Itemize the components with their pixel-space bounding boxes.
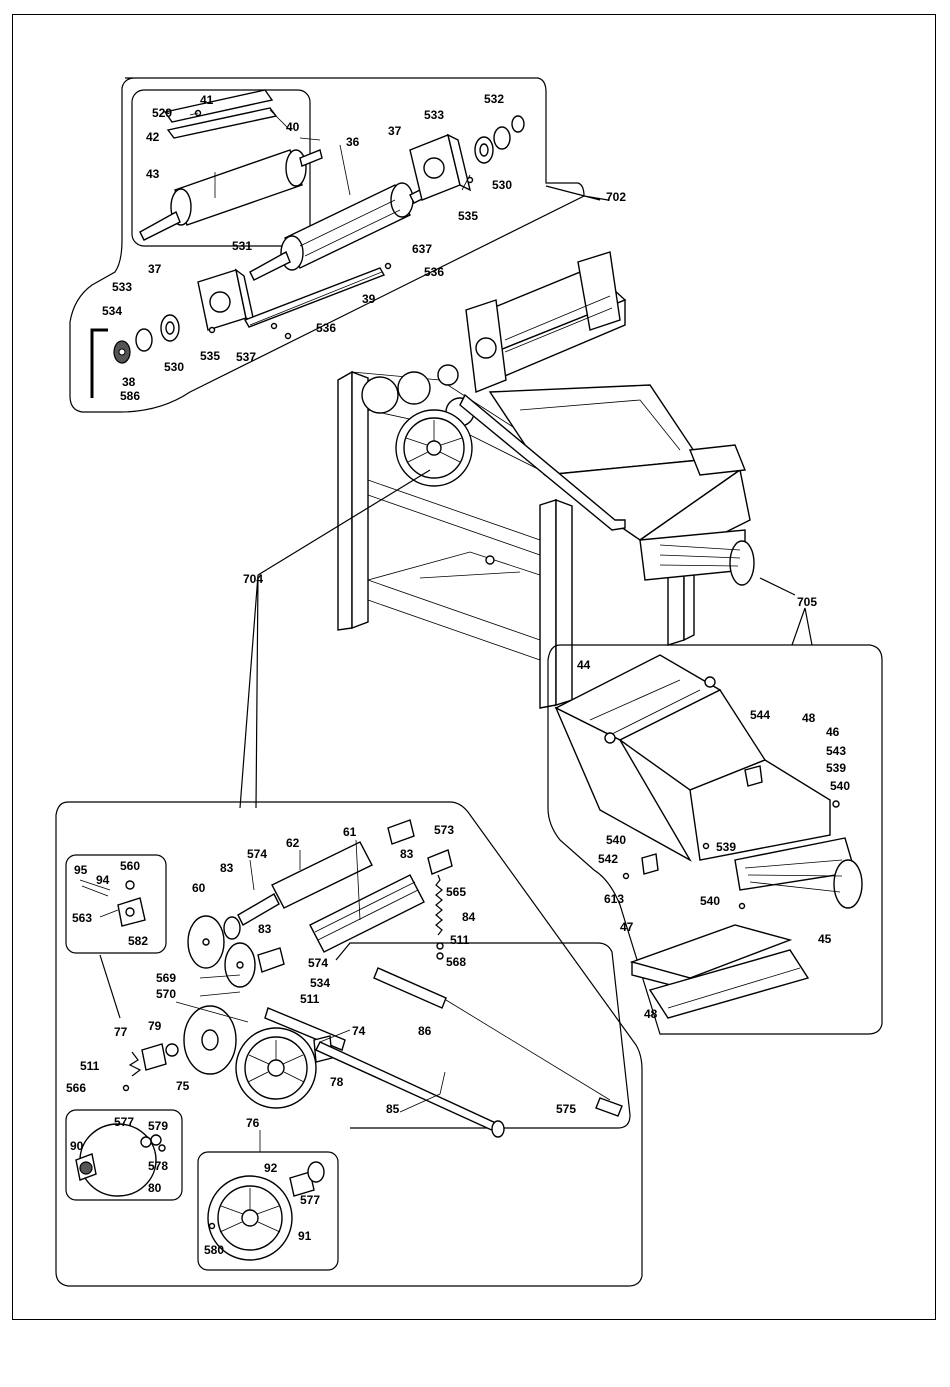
- label-560: 560: [120, 859, 140, 873]
- label-563: 563: [72, 911, 92, 925]
- label-78: 78: [330, 1075, 344, 1089]
- label-586: 586: [120, 389, 140, 403]
- label-48-top: 48: [802, 711, 816, 725]
- label-61: 61: [343, 825, 357, 839]
- hopper-exploded: [556, 655, 830, 860]
- label-540-low: 540: [700, 894, 720, 908]
- rod-85: [316, 1042, 504, 1137]
- label-568: 568: [446, 955, 466, 969]
- label-613: 613: [604, 892, 624, 906]
- label-539-mid: 539: [716, 840, 736, 854]
- label-62: 62: [286, 836, 300, 850]
- label-86: 86: [418, 1024, 432, 1038]
- label-579: 579: [148, 1119, 168, 1133]
- label-36: 36: [346, 135, 360, 149]
- rollers-61-62: [224, 820, 452, 972]
- label-46: 46: [826, 725, 840, 739]
- label-90: 90: [70, 1139, 84, 1153]
- label-637: 637: [412, 242, 432, 256]
- bearing-set-lower: [114, 315, 179, 363]
- label-85: 85: [386, 1102, 400, 1116]
- label-79: 79: [148, 1019, 162, 1033]
- main-roller: [250, 183, 432, 280]
- label-94: 94: [96, 873, 110, 887]
- label-540-top: 540: [830, 779, 850, 793]
- label-577-b: 577: [300, 1193, 320, 1207]
- label-542: 542: [598, 852, 618, 866]
- label-511-b: 511: [300, 992, 320, 1006]
- label-76: 76: [246, 1116, 260, 1130]
- outlet-chute-main: [640, 530, 754, 585]
- label-566: 566: [66, 1081, 86, 1095]
- label-535-top: 535: [458, 209, 478, 223]
- label-534-b: 534: [310, 976, 330, 990]
- label-575: 575: [556, 1102, 576, 1116]
- chute-plate-47: [632, 925, 808, 1018]
- label-536-lower: 536: [316, 321, 336, 335]
- label-45: 45: [818, 932, 832, 946]
- label-533-lower: 533: [112, 280, 132, 294]
- label-42: 42: [146, 130, 160, 144]
- spring-565: [436, 875, 443, 959]
- label-578: 578: [148, 1159, 168, 1173]
- label-83-c: 83: [258, 922, 272, 936]
- label-570: 570: [156, 987, 176, 1001]
- bearing-block-upper: [410, 135, 470, 200]
- label-41: 41: [200, 93, 214, 107]
- label-540-mid: 540: [606, 833, 626, 847]
- label-39: 39: [362, 292, 376, 306]
- label-530-lower: 530: [164, 360, 184, 374]
- label-38: 38: [122, 375, 136, 389]
- label-43: 43: [146, 167, 160, 181]
- label-574-b: 574: [308, 956, 328, 970]
- label-44: 44: [577, 658, 591, 672]
- roller-assembly-702: [466, 252, 625, 392]
- label-531: 531: [232, 239, 252, 253]
- label-511-a: 511: [450, 933, 470, 947]
- label-534-top: 534: [102, 304, 122, 318]
- label-705: 705: [797, 595, 817, 609]
- label-95: 95: [74, 863, 88, 877]
- label-573: 573: [434, 823, 454, 837]
- label-574-top: 574: [247, 847, 267, 861]
- label-511-c: 511: [80, 1059, 100, 1073]
- label-543: 543: [826, 744, 846, 758]
- label-577-a: 577: [114, 1115, 134, 1129]
- label-40: 40: [286, 120, 300, 134]
- pulley-91-inset: [208, 1162, 324, 1260]
- label-565: 565: [446, 885, 466, 899]
- label-83-a: 83: [220, 861, 234, 875]
- label-37-top: 37: [388, 124, 402, 138]
- label-536-top: 536: [424, 265, 444, 279]
- label-529: 529: [152, 106, 172, 120]
- label-75: 75: [176, 1079, 190, 1093]
- hex-key: [92, 330, 108, 398]
- label-535-lower: 535: [200, 349, 220, 363]
- label-92: 92: [264, 1161, 278, 1175]
- pulleys-75-76: [176, 1002, 316, 1108]
- label-580: 580: [204, 1243, 224, 1257]
- label-91: 91: [298, 1229, 312, 1243]
- label-83-b: 83: [400, 847, 414, 861]
- label-533-top: 533: [424, 108, 444, 122]
- label-77: 77: [114, 1025, 128, 1039]
- label-37-lower: 37: [148, 262, 162, 276]
- label-80: 80: [148, 1181, 162, 1195]
- label-702: 702: [606, 190, 626, 204]
- label-60: 60: [192, 881, 206, 895]
- label-704: 704: [243, 572, 263, 586]
- label-544: 544: [750, 708, 770, 722]
- label-539-top: 539: [826, 761, 846, 775]
- label-48-bottom: 48: [644, 1007, 658, 1021]
- label-84: 84: [462, 910, 476, 924]
- label-569: 569: [156, 971, 176, 985]
- label-530-top: 530: [492, 178, 512, 192]
- label-532: 532: [484, 92, 504, 106]
- tensioner-77: [124, 1044, 179, 1091]
- label-47: 47: [620, 920, 634, 934]
- label-537: 537: [236, 350, 256, 364]
- label-74: 74: [352, 1024, 366, 1038]
- label-582: 582: [128, 934, 148, 948]
